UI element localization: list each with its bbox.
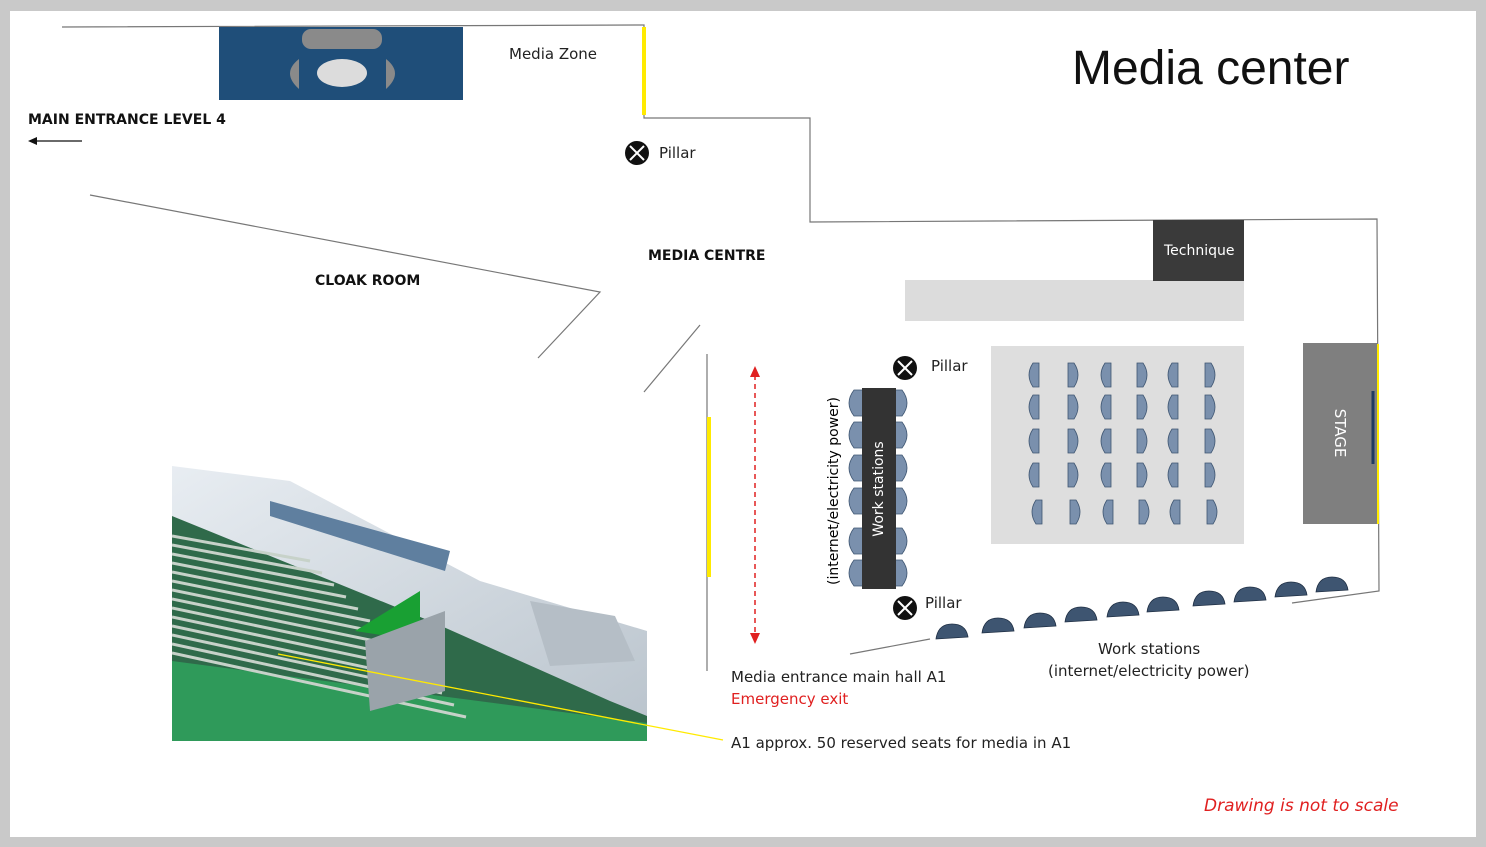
arrow-left-icon: [28, 137, 82, 145]
photo-seat-row: [172, 588, 383, 635]
audience-chair: [1067, 394, 1079, 420]
page-title: Media center: [1072, 42, 1350, 95]
photo-seat-row: [172, 651, 467, 719]
audience-chair: [1136, 394, 1148, 420]
audience-chair: [1167, 362, 1179, 388]
stage-block: [1303, 343, 1377, 524]
work-stations-bottom-note: (internet/electricity power): [1048, 662, 1250, 680]
arena-seating-photo: [172, 461, 724, 741]
audience-chair: [1204, 462, 1216, 488]
audience-chair: [1028, 428, 1040, 454]
media-zone-round-table-icon: [317, 59, 367, 87]
cloak-room-label: CLOAK ROOM: [315, 273, 421, 289]
photo-seat-row: [172, 597, 395, 647]
bottom-workstation-chair: [1315, 576, 1349, 593]
floor-plan-canvas: Media center Media Zone MAIN ENTRANCE LE…: [10, 11, 1476, 837]
wall-cloak-room: [89, 194, 602, 359]
audience-chair: [1136, 428, 1148, 454]
bottom-workstation-chair: [1233, 586, 1267, 603]
photo-seat-row: [172, 534, 311, 563]
bottom-workstation-chair: [935, 623, 969, 640]
audience-chair: [1028, 362, 1040, 388]
audience-chair: [1028, 462, 1040, 488]
floor-plan-drawing: [28, 24, 1380, 741]
audience-chair: [1067, 462, 1079, 488]
audience-chair: [1102, 499, 1114, 525]
audience-chair: [1204, 428, 1216, 454]
technique-block: [1153, 220, 1244, 281]
circle-x-icon: [625, 141, 649, 165]
audience-chair: [1100, 462, 1112, 488]
workstation-chair: [848, 559, 867, 587]
reserved-seats-label: A1 approx. 50 reserved seats for media i…: [731, 734, 1072, 752]
workstation-chair: [848, 421, 867, 449]
work-stations-bottom-label: Work stations: [1098, 640, 1201, 658]
bottom-workstation-chairs: [935, 576, 1349, 640]
bottom-workstation-chair: [1106, 601, 1140, 618]
workstation-chair: [848, 487, 867, 515]
audience-chair: [1136, 462, 1148, 488]
media-centre-label: MEDIA CENTRE: [648, 248, 766, 264]
circle-x-icon: [893, 596, 917, 620]
media-entrance-label: Media entrance main hall A1: [731, 668, 947, 686]
audience-chair: [1100, 362, 1112, 388]
bottom-workstation-chair: [1192, 590, 1226, 607]
photo-seat-row: [172, 561, 347, 599]
audience-chair: [1069, 499, 1081, 525]
workstation-chair: [848, 454, 867, 482]
work-stations-block-label: Work stations: [871, 441, 887, 537]
audience-chair: [1167, 394, 1179, 420]
circle-x-icon: [893, 356, 917, 380]
workstation-table: [862, 388, 896, 589]
main-entrance-label: MAIN ENTRANCE LEVEL 4: [28, 112, 226, 128]
audience-chair: [1167, 428, 1179, 454]
audience-chair: [1167, 462, 1179, 488]
photo-seat-row: [172, 570, 359, 611]
photo-leader-line: [277, 653, 724, 741]
audience-chair: [1067, 362, 1079, 388]
not-to-scale-note: Drawing is not to scale: [1204, 796, 1399, 816]
bottom-workstation-chair: [981, 617, 1015, 634]
workstation-block: [848, 388, 908, 589]
counter: [905, 280, 1244, 321]
audience-chair: [1206, 499, 1218, 525]
media-zone-chair-left-icon: [290, 59, 299, 89]
audience-chair: [1204, 362, 1216, 388]
wall-bottom-left: [849, 638, 931, 655]
pillar-label-bottom: Pillar: [925, 594, 962, 612]
photo-seat-row: [172, 579, 371, 623]
audience-chair: [1136, 362, 1148, 388]
audience-chair: [1169, 499, 1181, 525]
emergency-exit-label: Emergency exit: [731, 690, 849, 708]
audience-chair: [1204, 394, 1216, 420]
workstation-chair: [848, 389, 867, 417]
audience-chair: [1031, 499, 1043, 525]
media-zone-table-icon: [302, 29, 382, 49]
bottom-workstation-chair: [1023, 612, 1057, 629]
technique-label: Technique: [1164, 243, 1235, 259]
audience-chair: [1100, 394, 1112, 420]
audience-chair: [1028, 394, 1040, 420]
audience-chair: [1138, 499, 1150, 525]
pillar-label-top: Pillar: [659, 144, 696, 162]
media-zone-label: Media Zone: [509, 45, 598, 63]
wall-diagonal: [643, 324, 701, 393]
pillar-label-middle: Pillar: [931, 357, 968, 375]
photo-seat-row: [172, 552, 335, 587]
bottom-workstation-chair: [1274, 581, 1308, 598]
chair-grid: [1028, 362, 1218, 525]
double-arrow-vertical-icon: [750, 366, 760, 644]
audience-chair: [1100, 428, 1112, 454]
stage-label: STAGE: [1331, 408, 1349, 458]
bottom-workstation-chair: [1064, 606, 1098, 623]
media-zone-chair-right-icon: [386, 59, 395, 89]
work-stations-vertical-note: (internet/electricity power): [826, 396, 842, 586]
audience-chair: [1067, 428, 1079, 454]
bottom-workstation-chair: [1146, 596, 1180, 613]
workstation-chair: [848, 527, 867, 555]
media-zone-block: [219, 27, 463, 100]
photo-seat-row: [172, 543, 323, 575]
